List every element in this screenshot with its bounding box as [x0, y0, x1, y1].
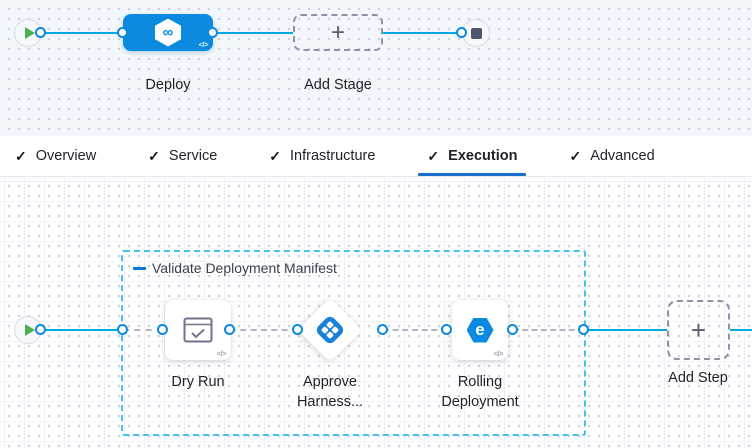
connector-port[interactable] — [117, 27, 128, 38]
infinity-glyph: ∞ — [162, 24, 174, 41]
connector-port[interactable] — [456, 27, 467, 38]
stage-connector-line — [213, 32, 293, 34]
tab-label: Infrastructure — [290, 148, 376, 164]
tab-service[interactable]: ✓ Service — [148, 136, 217, 176]
stage-label: Deploy — [145, 77, 191, 93]
step-connector-line — [123, 329, 163, 331]
add-step-label: Add Step — [668, 370, 728, 386]
check-icon: ✓ — [15, 147, 27, 164]
pipeline-stage-icon: ∞ — [155, 18, 181, 47]
step-connector-line — [584, 329, 667, 331]
approval-icon — [313, 313, 347, 347]
tab-advanced[interactable]: ✓ Advanced — [569, 136, 654, 176]
step-connector-line — [513, 329, 584, 331]
play-icon — [25, 324, 35, 336]
plus-icon: + — [690, 315, 707, 345]
step-group-title: Validate Deployment Manifest — [152, 260, 337, 276]
play-icon — [25, 27, 35, 39]
tab-label: Service — [168, 148, 218, 164]
stage-connector-line — [383, 32, 462, 34]
yaml-code-icon: </> — [198, 40, 209, 49]
tab-execution[interactable]: ✓ Execution — [418, 136, 527, 176]
step-node-rolling-deployment[interactable]: e </> — [452, 300, 508, 360]
tab-label: Overview — [35, 148, 97, 164]
step-node-dry-run[interactable]: </> — [165, 300, 231, 360]
rolling-deployment-icon: e — [466, 317, 494, 343]
dry-run-icon — [183, 317, 213, 342]
connector-port[interactable] — [578, 324, 589, 335]
step-connector-line — [230, 329, 298, 331]
add-stage-button[interactable]: + — [293, 14, 383, 51]
step-connector-line — [730, 329, 752, 331]
connector-port[interactable] — [157, 324, 168, 335]
stop-icon — [470, 27, 482, 39]
add-step-button[interactable]: + — [667, 300, 730, 360]
check-icon: ✓ — [269, 147, 281, 164]
step-connector-line — [383, 329, 447, 331]
connector-port[interactable] — [35, 27, 46, 38]
tab-infrastructure[interactable]: ✓ Infrastructure — [269, 136, 375, 176]
stage-node-deploy[interactable]: ∞ </> — [123, 14, 213, 51]
execution-canvas: Validate Deployment Manifest </> — [0, 177, 752, 448]
stage-pipeline-canvas: ∞ </> + Deploy Add Stage — [0, 0, 752, 136]
connector-port[interactable] — [377, 324, 388, 335]
connector-port[interactable] — [441, 324, 452, 335]
connector-port[interactable] — [207, 27, 218, 38]
check-icon: ✓ — [427, 147, 440, 164]
add-stage-label: Add Stage — [304, 77, 372, 93]
rolling-arrow-glyph: e — [475, 320, 485, 339]
step-label: Approve Harness... — [296, 374, 364, 410]
step-group-container[interactable] — [121, 250, 586, 436]
tab-overview[interactable]: ✓ Overview — [15, 136, 96, 176]
yaml-code-icon: </> — [216, 349, 227, 358]
connector-port[interactable] — [117, 324, 128, 335]
plus-icon: + — [330, 18, 345, 46]
collapse-icon[interactable] — [133, 266, 146, 270]
step-connector-line — [41, 329, 123, 331]
step-label: Rolling Deployment — [441, 374, 519, 410]
tab-label: Advanced — [590, 148, 655, 164]
yaml-code-icon: </> — [493, 349, 504, 358]
tab-label: Execution — [448, 148, 518, 164]
stage-connector-line — [41, 32, 123, 34]
step-group-header[interactable]: Validate Deployment Manifest — [133, 260, 337, 276]
stage-config-tab-bar: ✓ Overview ✓ Service ✓ Infrastructure ✓ … — [0, 136, 752, 177]
connector-port[interactable] — [224, 324, 235, 335]
check-icon: ✓ — [148, 147, 160, 164]
connector-port[interactable] — [292, 324, 303, 335]
connector-port[interactable] — [507, 324, 518, 335]
connector-port[interactable] — [35, 324, 46, 335]
step-label: Dry Run — [171, 374, 225, 390]
check-icon: ✓ — [569, 147, 582, 164]
